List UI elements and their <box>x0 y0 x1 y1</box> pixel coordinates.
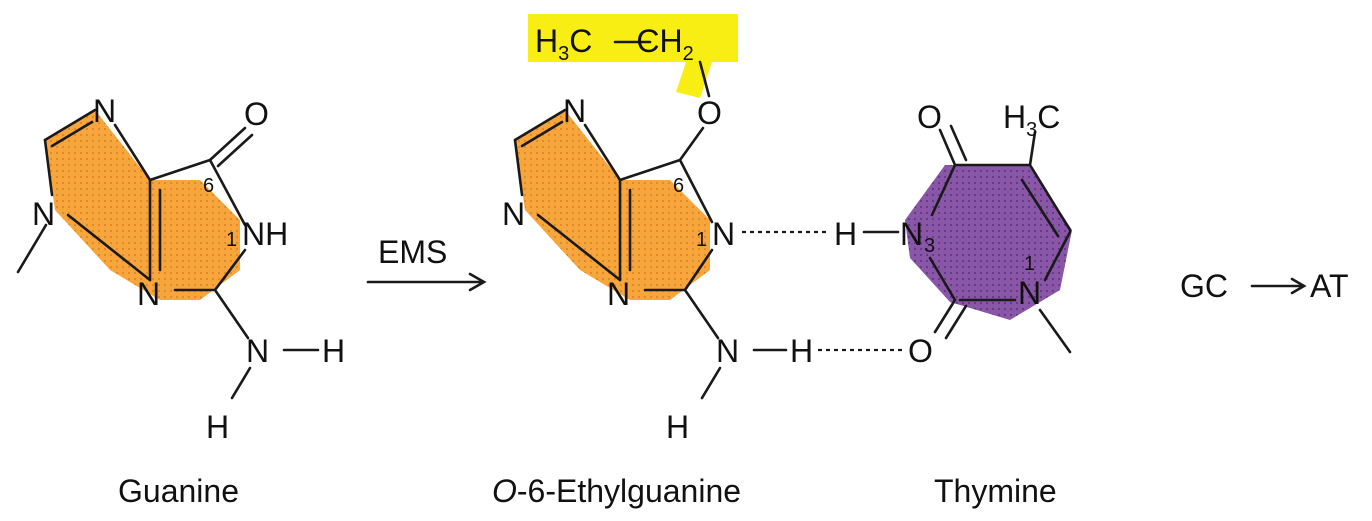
transition-from: GC <box>1180 268 1228 304</box>
guanine-molecule: N O 6 1 NH N N N H H <box>16 93 345 445</box>
ethylguanine-label-6: 6 <box>673 175 684 197</box>
reagent-label: EMS <box>378 234 447 270</box>
ems-reaction-arrow: EMS <box>366 234 487 292</box>
guanine-atom-h-amino-down: H <box>206 409 229 445</box>
guanine-ring-fill <box>45 110 240 300</box>
thymine-atom-o4: O <box>917 99 942 135</box>
thymine-atom-o2: O <box>908 333 933 369</box>
ethylguanine-ring-fill <box>515 110 710 300</box>
ethylguanine-atom-n1: N <box>712 216 735 252</box>
guanine-caption: Guanine <box>118 473 239 509</box>
ethylguanine-atom-n-amino: N <box>716 333 739 369</box>
thymine-label-3: 3 <box>924 235 935 257</box>
guanine-atom-n1h: NH <box>242 216 288 252</box>
guanine-atom-o6: O <box>244 96 269 132</box>
gc-to-at-transition: GC AT <box>1180 268 1349 304</box>
guanine-label-1: 1 <box>226 229 237 251</box>
ethylguanine-atom-h-amino-right: H <box>790 333 813 369</box>
thymine-ring-fill <box>905 165 1072 320</box>
thymine-caption: Thymine <box>934 473 1057 509</box>
guanine-atom-n7: N <box>93 93 116 129</box>
thymine-atom-h3: H <box>834 216 857 252</box>
thymine-methyl: H3C <box>1003 99 1060 141</box>
ethylguanine-atom-n9: N <box>502 196 525 232</box>
ethylguanine-atom-n3: N <box>607 276 630 312</box>
thymine-label-1: 1 <box>1024 253 1035 275</box>
guanine-atom-h-amino-right: H <box>322 333 345 369</box>
guanine-atom-n3: N <box>137 276 160 312</box>
ethyl-highlight <box>528 14 738 98</box>
thymine-atom-n1: N <box>1018 275 1041 311</box>
ethylguanine-atom-h-amino-down: H <box>666 409 689 445</box>
ethylguanine-label-1: 1 <box>696 229 707 251</box>
ethylguanine-caption: O-6-Ethylguanine <box>492 473 741 509</box>
guanine-label-6: 6 <box>203 175 214 197</box>
guanine-atom-n-amino: N <box>246 333 269 369</box>
transition-to: AT <box>1310 268 1349 304</box>
thymine-molecule: O H3C H N 3 1 N O <box>834 99 1072 369</box>
guanine-atom-n9: N <box>32 196 55 232</box>
ethylguanine-atom-o6: O <box>697 95 722 131</box>
ethylguanine-atom-n7: N <box>563 93 586 129</box>
thymine-atom-n3: N <box>900 216 923 252</box>
